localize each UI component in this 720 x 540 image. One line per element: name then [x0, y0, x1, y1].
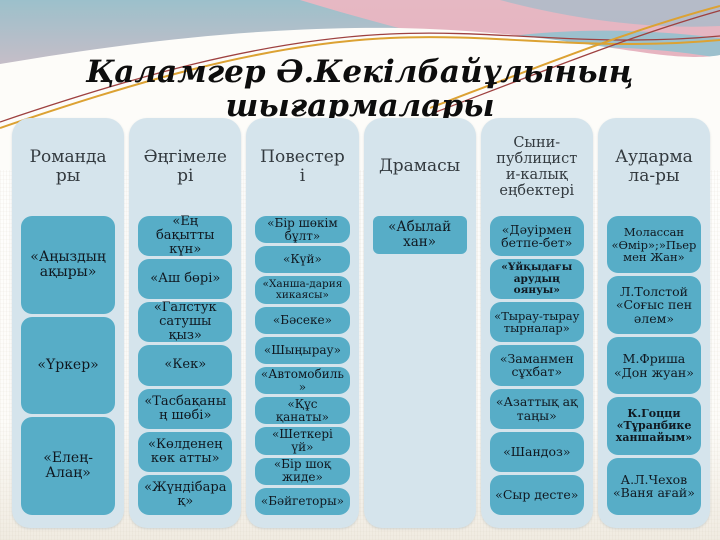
- work-item: «Бір шоқ жиде»: [255, 457, 350, 485]
- work-item-label: «Абылай хан»: [388, 219, 452, 250]
- work-item-label: «Көлденең көк атты»: [148, 436, 223, 466]
- work-item: А.Л.Чехов «Ваня ағай»: [606, 457, 702, 516]
- column-audarmalary: Аудармала-ры Молассан «Өмір»;»Пьер мен Ж…: [597, 118, 711, 528]
- work-item-label: «Тасбақаның шөбі»: [144, 393, 227, 423]
- work-item: «Бір шөкім бұлт»: [255, 215, 350, 244]
- work-item: «Елең-Алаң»: [21, 417, 116, 516]
- work-item-label: Л.Толстой «Соғыс пен әлем»: [615, 283, 693, 326]
- work-item: «Шеткері үй»: [255, 427, 350, 455]
- work-item: М.Фриша «Дон жуан»: [606, 336, 702, 395]
- work-item: «Жүндібарақ»: [138, 474, 233, 515]
- wave-maroon-line: [0, 32, 720, 123]
- work-item: «Шыңырау»: [255, 336, 350, 365]
- work-item-label: «Азаттық ақ таңы»: [495, 394, 578, 423]
- column-items: Молассан «Өмір»;»Пьер мен Жан» Л.Толстой …: [598, 216, 710, 528]
- wave-gray-band: [500, 0, 720, 27]
- work-item: «Күй»: [255, 246, 350, 274]
- column-syni-publicistikalyq: Сыни-публицисти-калық еңбектері «Дәуірме…: [480, 118, 593, 528]
- work-item-label: А.Л.Чехов «Ваня ағай»: [612, 471, 695, 501]
- column-header: Драмасы: [378, 156, 461, 177]
- work-item-label: «Бәйгеторы»: [260, 493, 344, 508]
- work-item-label: «Автомобиль»: [260, 366, 344, 394]
- work-item-label: «Жүндібарақ»: [144, 479, 227, 509]
- column-header: Романдары: [29, 146, 107, 186]
- column-items: «Бір шөкім бұлт» «Күй» «Ханша-дария хикаяс…: [246, 216, 358, 528]
- work-item-label: «Елең-Алаң»: [43, 450, 93, 482]
- column-header: Аудармала-ры: [615, 146, 693, 186]
- work-item-label: «Тырау-тырау тырналар»: [494, 308, 580, 336]
- work-item: «Азаттық ақ таңы»: [489, 388, 584, 429]
- column-header: Повестері: [260, 146, 345, 186]
- work-item-label: «Шыңырау»: [263, 342, 341, 357]
- column-header: Сыни-публицисти-калық еңбектері: [496, 134, 578, 200]
- work-item: К.Гоцци «Тұранбике ханшайым»: [606, 397, 702, 455]
- work-item-label: «Ең бақытты күн»: [155, 214, 215, 258]
- columns: Романдары «Аңыздың ақыры» «Үркер» «Елең-Ал…: [12, 118, 711, 528]
- work-item: «Ең бақытты күн»: [138, 214, 233, 258]
- work-item: «Бәйгеторы»: [255, 487, 350, 516]
- work-item: «Аш бөрі»: [138, 259, 233, 300]
- wave-maroon-line-right: [435, 9, 720, 113]
- column-header: Әңгімелері: [143, 146, 227, 186]
- wave-gold-line-right: [429, 5, 720, 109]
- slide-title: Қаламгер Ә.Кекілбайұлының шығармалары: [86, 54, 634, 125]
- work-item: «Кек»: [138, 345, 233, 386]
- work-item-label: «Аш бөрі»: [150, 271, 221, 287]
- work-item-label: «Кек»: [164, 357, 207, 373]
- work-item: Л.Толстой «Соғыс пен әлем»: [606, 276, 702, 334]
- work-item-label: «Галстук сатушы қыз»: [153, 300, 217, 344]
- work-item-label: «Бір шоқ жиде»: [273, 457, 331, 485]
- work-item: «Абылай хан»: [372, 216, 467, 254]
- column-items: «Аңыздың ақыры» «Үркер» «Елең-Алаң»: [12, 216, 124, 528]
- wave-pink-overlay: [300, 0, 720, 120]
- column-items: «Дәуірмен бетпе-бет» «Ұйқыдағы арудың оян…: [481, 216, 593, 528]
- work-item: «Құс қанаты»: [255, 396, 350, 425]
- work-item: «Ұйқыдағы арудың оянуы»: [489, 259, 584, 300]
- work-item-label: М.Фриша «Дон жуан»: [613, 351, 694, 380]
- wave-teal-swoosh: [320, 30, 720, 96]
- column-romandary: Романдары «Аңыздың ақыры» «Үркер» «Елең-Ал…: [12, 118, 125, 528]
- work-item: «Ханша-дария хикаясы»: [255, 276, 350, 304]
- work-item-label: К.Гоцци «Тұранбике ханшайым»: [615, 407, 693, 444]
- work-item-label: «Ханша-дария хикаясы»: [262, 277, 343, 301]
- work-item-label: «Шандоз»: [503, 444, 571, 460]
- work-item: «Галстук сатушы қыз»: [138, 300, 233, 344]
- work-item-label: «Үркер»: [37, 356, 99, 373]
- work-item: «Бәсеке»: [255, 306, 350, 334]
- work-item-label: «Заманмен сұхбат»: [499, 350, 574, 380]
- work-item: Молассан «Өмір»;»Пьер мен Жан»: [606, 216, 702, 274]
- work-item: «Үркер»: [21, 316, 116, 415]
- work-item: «Сыр десте»: [489, 474, 584, 515]
- column-dramasy: Драмасы «Абылай хан»: [363, 118, 476, 528]
- work-item-label: «Құс қанаты»: [275, 396, 329, 424]
- work-item: «Тасбақаның шөбі»: [138, 388, 233, 429]
- work-item-label: «Ұйқыдағы арудың оянуы»: [501, 261, 573, 296]
- work-item: «Дәуірмен бетпе-бет»: [489, 216, 584, 257]
- work-item: «Көлденең көк атты»: [138, 431, 233, 472]
- work-item-label: «Бәсеке»: [272, 312, 332, 327]
- work-item: «Аңыздың ақыры»: [21, 216, 116, 314]
- column-items: «Абылай хан»: [364, 216, 476, 528]
- work-item-label: Молассан «Өмір»;»Пьер мен Жан»: [611, 225, 697, 264]
- work-item-label: «Күй»: [283, 252, 322, 267]
- work-item: «Шандоз»: [489, 431, 584, 472]
- work-item-label: «Шеткері үй»: [271, 427, 333, 455]
- work-item-label: «Дәуірмен бетпе-бет»: [501, 221, 573, 251]
- work-item-label: «Сыр десте»: [495, 487, 579, 503]
- work-item-label: «Аңыздың ақыры»: [30, 248, 106, 280]
- column-items: «Ең бақытты күн» «Аш бөрі» «Галстук сатушы…: [129, 214, 241, 528]
- column-angimeleri: Әңгімелері «Ең бақытты күн» «Аш бөрі» «Гал…: [129, 118, 242, 528]
- work-item-label: «Бір шөкім бұлт»: [267, 215, 338, 243]
- column-povesteri: Повестері «Бір шөкім бұлт» «Күй» «Ханша-да…: [246, 118, 359, 528]
- work-item: «Заманмен сұхбат»: [489, 345, 584, 386]
- work-item: «Автомобиль»: [255, 366, 350, 395]
- work-item: «Тырау-тырау тырналар»: [489, 302, 584, 343]
